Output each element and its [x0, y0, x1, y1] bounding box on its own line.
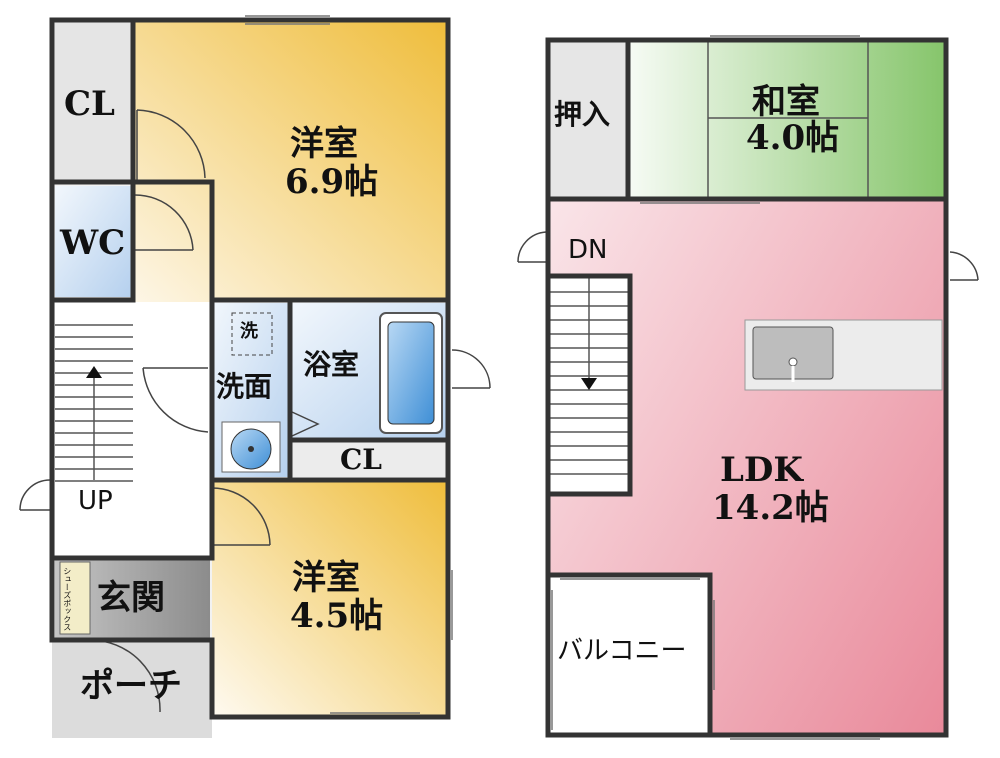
- stairs-up-arrow-icon: [86, 366, 102, 378]
- second-floor: [517, 35, 979, 740]
- walls-second-floor: [545, 37, 949, 738]
- porch-label: ポーチ: [80, 666, 182, 706]
- western-room-lower-name: 洋室: [292, 558, 360, 598]
- stairs-down-label: DN: [568, 235, 608, 265]
- japanese-room-size: 4.0帖: [746, 118, 840, 158]
- washroom-label: 洗面: [216, 370, 273, 403]
- japanese-room: [630, 42, 945, 197]
- closet-top: [55, 22, 131, 180]
- balcony-floor: [548, 575, 710, 735]
- western-room-upper-name: 洋室: [290, 124, 358, 164]
- western-room-lower-size: 4.5帖: [290, 596, 384, 636]
- closet-bath: [292, 442, 448, 477]
- western-room-upper: [135, 22, 448, 302]
- japanese-room-name: 和室: [752, 82, 820, 122]
- entrance-label: 玄関: [97, 578, 165, 618]
- western-room-lower: [212, 481, 448, 717]
- first-floor: [19, 15, 491, 738]
- doors-first-floor: [19, 109, 491, 713]
- washer-label: 洗: [240, 321, 258, 342]
- stairs-up-label: UP: [78, 486, 113, 516]
- tatami-lines: [707, 42, 869, 197]
- western-room-upper-size: 6.9帖: [285, 162, 379, 202]
- shoe-box-label: シューズボックス: [62, 567, 72, 631]
- porch-floor: [52, 640, 212, 738]
- ldk-name: LDK: [720, 450, 803, 490]
- wc-room: [55, 186, 131, 297]
- stairs-down: [548, 278, 630, 475]
- doors-second-floor: [517, 231, 979, 281]
- closet-bath-label: CL: [340, 443, 382, 476]
- washer-space: [231, 312, 273, 356]
- windows-first-floor: [245, 15, 453, 714]
- walls-first-floor: [49, 17, 451, 720]
- shoe-box: [59, 561, 91, 635]
- bathtub-basin: [387, 321, 435, 425]
- storage-closet: [550, 42, 628, 197]
- closet-top-label: CL: [64, 84, 115, 124]
- bathroom-label: 浴室: [303, 348, 360, 381]
- stairs-down-arrow-icon: [581, 378, 597, 390]
- wc-label: WC: [60, 223, 126, 263]
- storage-closet-label: 押入: [554, 98, 611, 131]
- windows-second-floor: [551, 35, 880, 740]
- ldk-size: 14.2帖: [712, 488, 829, 528]
- balcony-label: バルコニー: [557, 636, 687, 666]
